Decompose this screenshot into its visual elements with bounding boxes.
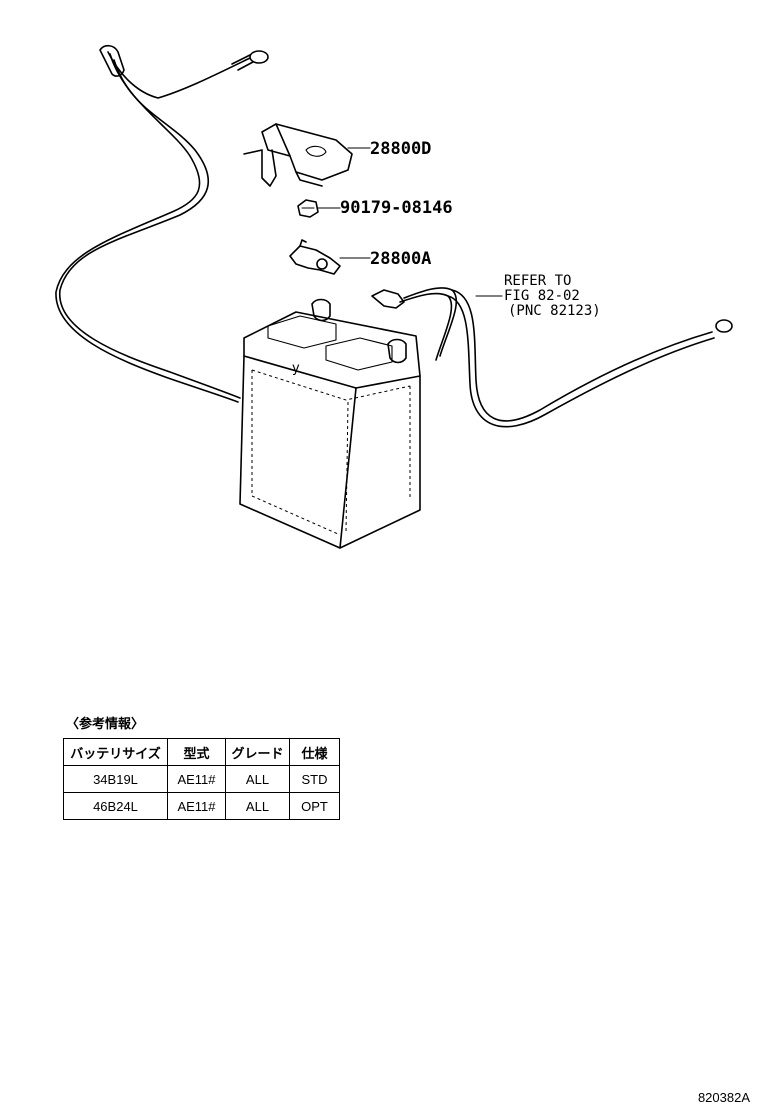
- clamp-28800a: 28800A: [289, 239, 431, 275]
- table-cell: 34B19L: [63, 765, 168, 793]
- table-row: 34B19L AE11# ALL STD: [63, 765, 340, 793]
- cover-28800d: 28800D: [243, 123, 431, 187]
- part-label-28800d: 28800D: [370, 139, 431, 159]
- battery-mark: y: [292, 361, 300, 376]
- table-header-row: バッテリサイズ 型式 グレード 仕様: [63, 738, 340, 766]
- refer-line-3: (PNC 82123): [508, 303, 601, 319]
- column-header: 仕様: [289, 738, 340, 766]
- part-label-90179-08146: 90179-08146: [340, 198, 453, 218]
- negative-cable: [55, 44, 269, 403]
- nut-90179-08146: 90179-08146: [297, 198, 453, 218]
- reference-table: バッテリサイズ 型式 グレード 仕様 34B19L AE11# ALL STD …: [63, 738, 340, 820]
- table-cell: ALL: [225, 765, 290, 793]
- table-cell: 46B24L: [63, 792, 168, 820]
- reference-heading: 〈参考情報〉: [66, 717, 145, 732]
- table-cell: AE11#: [167, 765, 226, 793]
- battery: y: [239, 298, 421, 549]
- table-row: 46B24L AE11# ALL OPT: [63, 792, 340, 820]
- refer-line-2: FIG 82-02: [504, 288, 580, 304]
- positive-cable: REFER TO FIG 82-02 (PNC 82123): [371, 273, 733, 428]
- parts-diagram: 28800D 90179-08146 28800A REFER TO FIG 8…: [55, 44, 733, 549]
- table-cell: OPT: [289, 792, 340, 820]
- column-header: グレード: [225, 738, 290, 766]
- refer-line-1: REFER TO: [504, 273, 571, 289]
- part-label-28800a: 28800A: [370, 249, 431, 269]
- table-cell: ALL: [225, 792, 290, 820]
- table-cell: AE11#: [167, 792, 226, 820]
- figure-code: 820382A: [697, 1090, 750, 1105]
- column-header: 型式: [167, 738, 226, 766]
- column-header: バッテリサイズ: [63, 738, 168, 766]
- table-cell: STD: [289, 765, 340, 793]
